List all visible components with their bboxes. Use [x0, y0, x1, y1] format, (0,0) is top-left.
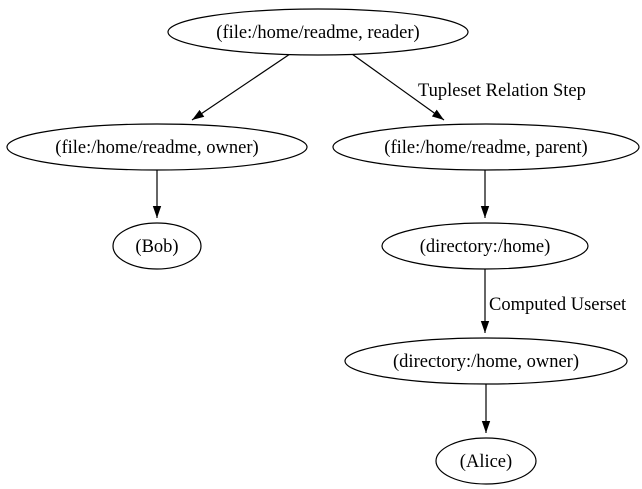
edge-label-tupleset-relation-step: Tupleset Relation Step [418, 81, 586, 101]
node-file-readme-reader: (file:/home/readme, reader) [167, 8, 469, 56]
node-bob-ellipse [112, 222, 202, 270]
node-directory-home-owner-label: (directory:/home, owner) [393, 352, 579, 372]
node-directory-home: (directory:/home) [381, 222, 589, 270]
node-file-readme-parent-label: (file:/home/readme, parent) [384, 138, 587, 158]
node-directory-home-owner-ellipse [344, 337, 628, 385]
node-directory-home-ellipse [381, 222, 589, 270]
edge-reader-to-parent [351, 53, 445, 121]
node-alice-label: (Alice) [460, 452, 512, 472]
node-file-readme-reader-ellipse [167, 8, 469, 56]
node-file-readme-parent: (file:/home/readme, parent) [332, 123, 640, 171]
node-file-readme-reader-label: (file:/home/readme, reader) [216, 23, 419, 43]
edge-label-computed-userset: Computed Userset [489, 295, 627, 315]
node-file-readme-owner-ellipse [6, 123, 308, 171]
node-file-readme-owner-label: (file:/home/readme, owner) [55, 138, 258, 158]
node-bob: (Bob) [112, 222, 202, 270]
node-directory-home-owner: (directory:/home, owner) [344, 337, 628, 385]
node-file-readme-parent-ellipse [332, 123, 640, 171]
node-alice-ellipse [435, 437, 537, 485]
node-file-readme-owner: (file:/home/readme, owner) [6, 123, 308, 171]
node-directory-home-label: (directory:/home) [420, 237, 550, 257]
node-bob-label: (Bob) [135, 237, 178, 257]
edge-reader-to-owner [191, 53, 291, 121]
node-alice: (Alice) [435, 437, 537, 485]
